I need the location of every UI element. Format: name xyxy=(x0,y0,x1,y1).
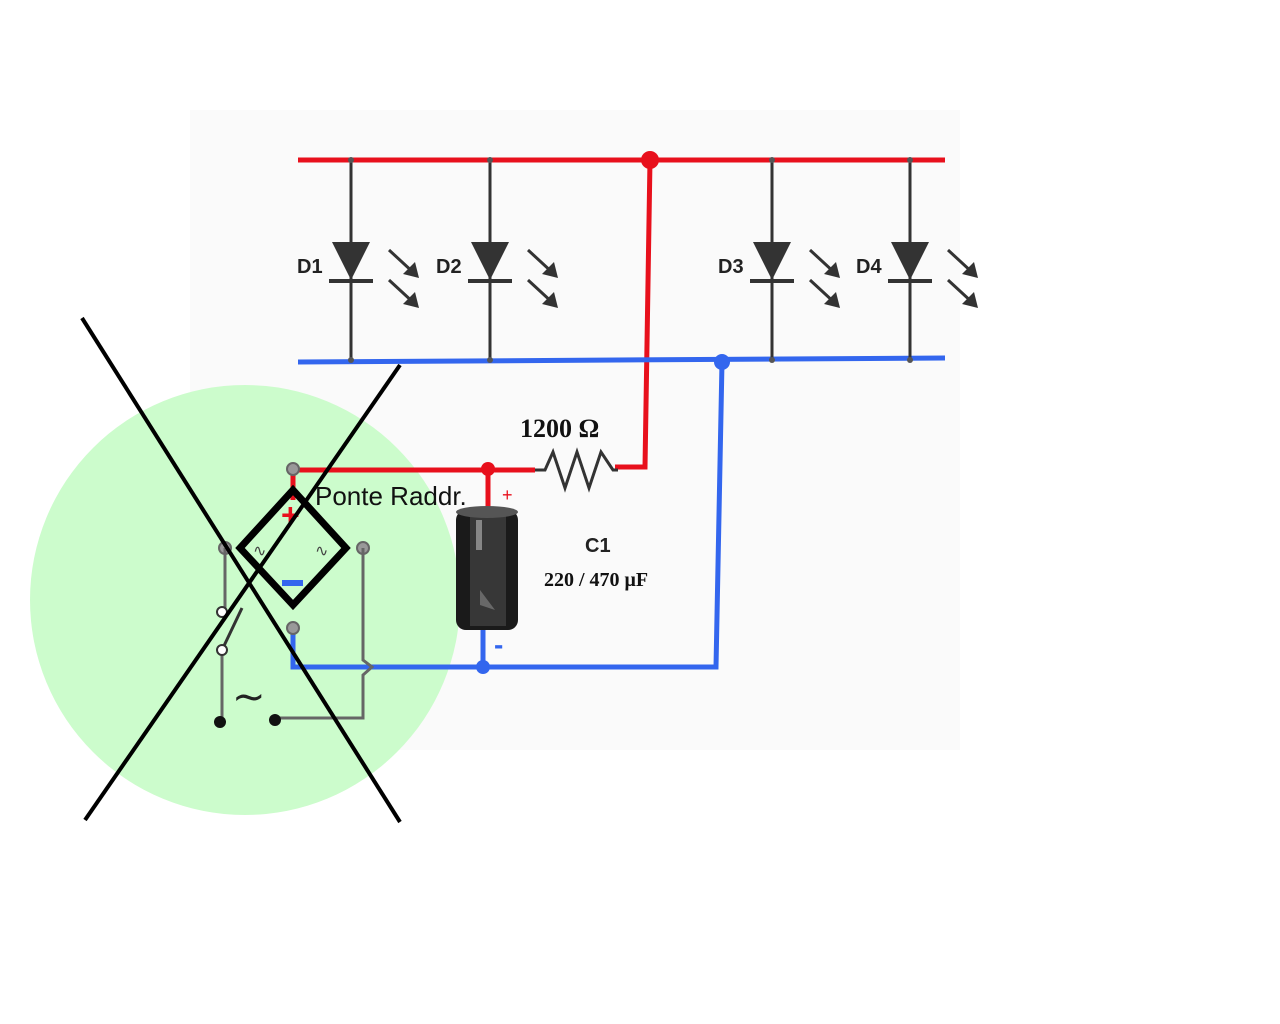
led-2: D2 xyxy=(436,157,558,363)
capacitor-value: 220 / 470 μF xyxy=(544,569,648,591)
negative-rail xyxy=(297,355,946,365)
negative-junction xyxy=(714,354,730,370)
led-label: D4 xyxy=(856,256,882,278)
cross-out-mark xyxy=(80,316,402,824)
ac-terminal-right xyxy=(269,714,281,726)
positive-riser xyxy=(615,159,653,470)
resistor-value: 1200 Ω xyxy=(520,414,599,443)
capacitor-negative-junction xyxy=(476,660,490,674)
led-4: D4 xyxy=(856,157,978,363)
led-label: D2 xyxy=(436,256,462,278)
led-label: D1 xyxy=(297,256,323,278)
bridge-ac-mark-left: ∿ xyxy=(253,541,266,560)
bridge-minus-mark xyxy=(282,580,303,586)
led-array: D1 D2 D3 D4 xyxy=(297,157,978,363)
bridge-rectifier xyxy=(235,484,351,611)
ac-source-symbol: ~ xyxy=(232,674,266,720)
led-1: D1 xyxy=(297,157,419,363)
switch xyxy=(220,607,244,651)
capacitor-positive-junction xyxy=(481,462,495,476)
bridge-ac-mark-right: ∿ xyxy=(315,541,328,560)
led-3: D3 xyxy=(718,157,840,363)
capacitor-name: C1 xyxy=(585,535,611,557)
negative-return xyxy=(290,361,725,670)
bridge-plus-mark: + xyxy=(281,497,300,533)
highlight-circle xyxy=(30,385,460,815)
ac-terminal-left xyxy=(214,716,226,728)
capacitor xyxy=(456,506,518,630)
led-label: D3 xyxy=(718,256,744,278)
bridge-label: Ponte Raddr. xyxy=(315,481,467,511)
switch-contact-bottom xyxy=(216,644,228,656)
ac-wiring xyxy=(220,548,375,720)
resistor xyxy=(535,447,618,493)
capacitor-minus-mark: - xyxy=(494,629,503,660)
capacitor-plus-mark: + xyxy=(502,485,513,505)
positive-junction xyxy=(641,151,659,169)
